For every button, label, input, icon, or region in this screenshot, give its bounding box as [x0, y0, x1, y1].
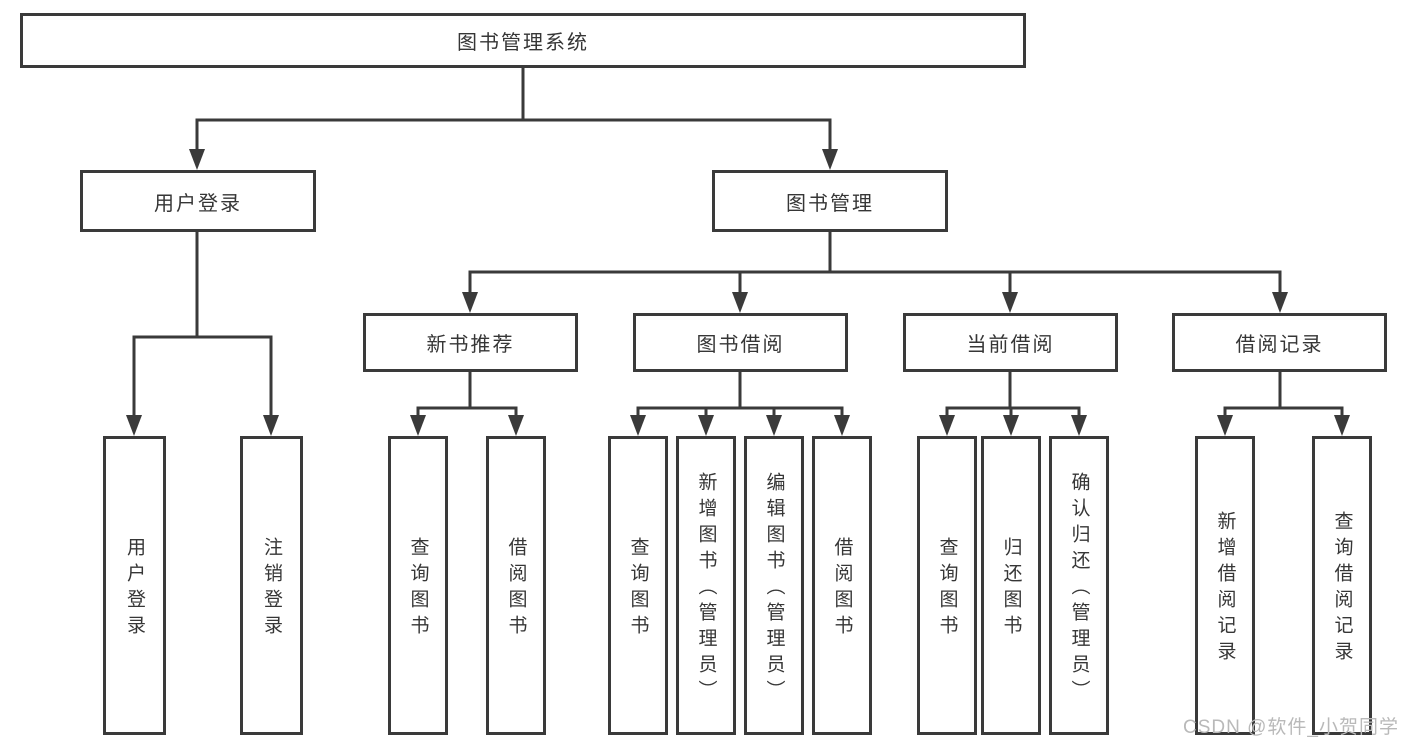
node-current-borrow: 当前借阅	[903, 313, 1118, 372]
leaf-query-books-borrow: 查询图书	[608, 436, 668, 735]
node-root-system: 图书管理系统	[20, 13, 1026, 68]
leaf-borrow-books-recommend: 借阅图书	[486, 436, 546, 735]
leaf-edit-book-admin: 编辑图书（管理员）	[744, 436, 804, 735]
leaf-borrow-books: 借阅图书	[812, 436, 872, 735]
leaf-return-book: 归还图书	[981, 436, 1041, 735]
node-user-login: 用户登录	[80, 170, 316, 232]
leaf-query-books-recommend: 查询图书	[388, 436, 448, 735]
node-book-management: 图书管理	[712, 170, 948, 232]
node-borrow-records: 借阅记录	[1172, 313, 1387, 372]
leaf-confirm-return-admin: 确认归还（管理员）	[1049, 436, 1109, 735]
node-book-borrow: 图书借阅	[633, 313, 848, 372]
leaf-user-login: 用户登录	[103, 436, 166, 735]
leaf-query-borrow-record: 查询借阅记录	[1312, 436, 1372, 735]
leaf-add-borrow-record: 新增借阅记录	[1195, 436, 1255, 735]
node-new-book-recommend: 新书推荐	[363, 313, 578, 372]
leaf-logout-login: 注销登录	[240, 436, 303, 735]
leaf-query-books-current: 查询图书	[917, 436, 977, 735]
leaf-add-book-admin: 新增图书（管理员）	[676, 436, 736, 735]
csdn-watermark: CSDN @软件_小贺同学	[1183, 717, 1399, 738]
